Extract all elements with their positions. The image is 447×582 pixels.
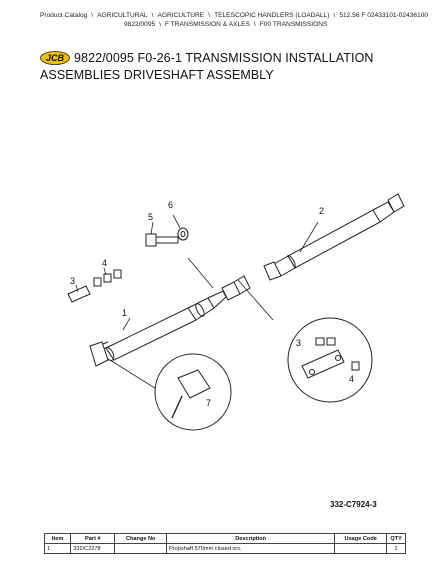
breadcrumb-link-manual[interactable]: 9822/0095 — [124, 20, 156, 28]
title-block: JCB 9822/0095 F0-26-1 TRANSMISSION INSTA… — [40, 50, 440, 84]
callout-1: 1 — [122, 308, 127, 318]
callout-4: 4 — [102, 258, 107, 268]
breadcrumb-link-transmissions[interactable]: F00 TRANSMISSIONS — [259, 20, 328, 28]
propshaft-right — [263, 193, 405, 281]
breadcrumb-link-transmission-axles[interactable]: F TRANSMISSION & AXLES — [165, 20, 250, 28]
callout-4b: 4 — [349, 374, 354, 384]
cell-usage-code — [334, 543, 388, 554]
cell-change-no — [114, 543, 168, 554]
col-item: Item — [43, 533, 72, 544]
callout-7: 7 — [206, 398, 211, 408]
callouts: 1 2 3 4 5 6 3 4 7 — [70, 200, 354, 408]
page-title: 9822/0095 F0-26-1 TRANSMISSION INSTALLAT… — [40, 50, 440, 84]
parts-table: Item Part # Change No Description Usage … — [43, 533, 406, 554]
callout-2: 2 — [319, 206, 324, 216]
breadcrumb-link-agriculture[interactable]: AGRICULTURE — [157, 12, 205, 19]
breadcrumb-separator: \ — [159, 20, 162, 28]
detail-circle-left — [154, 353, 232, 431]
jcb-logo: JCB — [40, 51, 70, 65]
breadcrumb: Product Catalog\AGRICULTURAL\AGRICULTURE… — [40, 12, 440, 29]
logo-text: JCB — [46, 53, 65, 63]
breadcrumb-separator: \ — [333, 12, 336, 19]
propshaft-left — [89, 275, 251, 367]
breadcrumb-separator: \ — [253, 20, 256, 28]
exploded-diagram: 1 2 3 4 5 6 3 4 7 — [67, 193, 405, 431]
col-qty: QTY — [386, 533, 406, 544]
col-usage-code: Usage Code — [334, 533, 388, 544]
cell-qty: 1 — [386, 543, 406, 554]
page-title-line2: ASSEMBLIES DRIVESHAFT ASSEMBLY — [40, 68, 274, 82]
cell-part-number[interactable]: 332/C2278 — [70, 543, 116, 554]
table-row[interactable]: 1 332/C2278 Propshaft 570mm closed crs. … — [43, 543, 406, 554]
bolt-and-washer — [145, 227, 189, 247]
page-title-line1: 9822/0095 F0-26-1 TRANSMISSION INSTALLAT… — [74, 51, 374, 65]
detail-circle-right — [287, 317, 373, 403]
cell-item: 1 — [43, 543, 72, 554]
breadcrumb-link-model[interactable]: 512.56 F 02433101-02436100 — [339, 12, 429, 19]
breadcrumb-link-telescopic-handlers[interactable]: TELESCOPIC HANDLERS (LOADALL) — [214, 12, 330, 19]
breadcrumb-link-product-catalog[interactable]: Product Catalog — [40, 12, 88, 19]
cell-description: Propshaft 570mm closed crs. — [166, 543, 336, 554]
breadcrumb-link-agricultural[interactable]: AGRICULTURAL — [97, 12, 148, 19]
callout-3: 3 — [70, 276, 75, 286]
small-parts-left — [67, 269, 122, 303]
parts-table-header: Item Part # Change No Description Usage … — [43, 533, 406, 544]
callout-3b: 3 — [296, 338, 301, 348]
callout-5: 5 — [148, 212, 153, 222]
diagram-reference: 332-C7924-3 — [330, 500, 377, 509]
breadcrumb-separator: \ — [151, 12, 154, 19]
col-change-no: Change No — [114, 533, 168, 544]
breadcrumb-separator: \ — [91, 12, 94, 19]
col-description: Description — [166, 533, 336, 544]
col-part-number: Part # — [70, 533, 116, 544]
callout-6: 6 — [168, 200, 173, 210]
breadcrumb-separator: \ — [208, 12, 211, 19]
